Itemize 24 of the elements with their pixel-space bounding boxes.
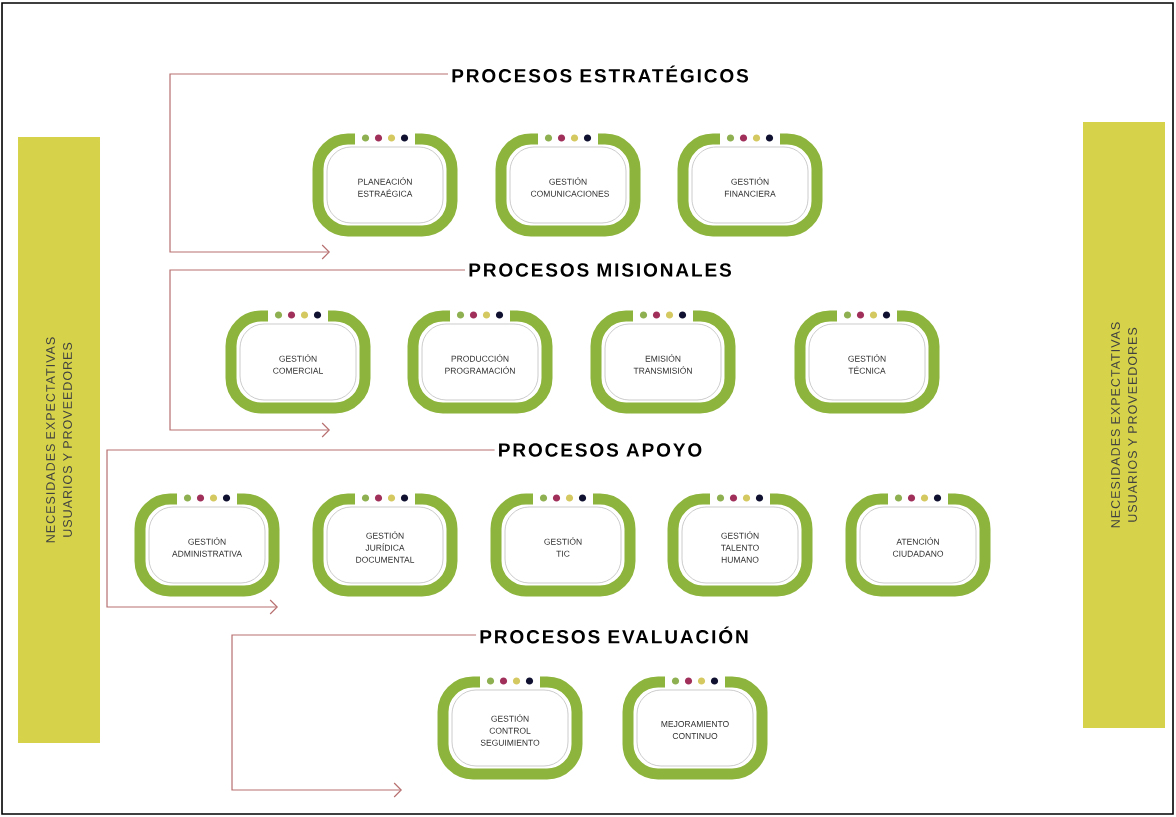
process-box: GESTIÓN TÉCNICA [794, 309, 940, 414]
process-box: GESTIÓN COMUNICACIONES [495, 132, 641, 237]
process-box: GESTIÓN COMERCIAL [225, 309, 371, 414]
section-heading: PROCESOS MISIONALES [469, 263, 731, 277]
process-box: GESTIÓN TIC [490, 492, 636, 597]
section-heading: PROCESOS APOYO [499, 443, 702, 457]
process-box: MEJORAMIENTO CONTINUO [622, 675, 768, 780]
bracket-arrow [169, 73, 449, 260]
process-box: EMISIÓN TRANSMISIÓN [590, 309, 736, 414]
process-box: PRODUCCIÓN PROGRAMACIÓN [407, 309, 553, 414]
process-box: GESTIÓN CONTROL SEGUIMIENTO [437, 675, 583, 780]
process-box: GESTIÓN JURÍDICA DOCUMENTAL [312, 492, 458, 597]
section-heading: PROCESOS EVALUACIÓN [480, 626, 748, 644]
process-box: GESTIÓN ADMINISTRATIVA [134, 492, 280, 597]
process-box: GESTIÓN TALENTO HUMANO [667, 492, 813, 597]
side-band: NECESIDADES EXPECTATIVAS USUARIOS Y PROVEEDORES [1083, 122, 1165, 728]
section-heading: PROCESOS ESTRATÉGICOS [452, 65, 748, 83]
process-box: ATENCIÓN CIUDADANO [845, 492, 991, 597]
bracket-arrow [169, 269, 466, 438]
bracket-arrow [106, 449, 496, 615]
bracket-arrow [231, 634, 477, 798]
side-band: NECESIDADES EXPECTATIVAS USUARIOS Y PROVEEDORES [18, 137, 100, 743]
process-box: PLANEACIÓN ESTRAÉGICA [312, 132, 458, 237]
process-box: GESTIÓN FINANCIERA [677, 132, 823, 237]
